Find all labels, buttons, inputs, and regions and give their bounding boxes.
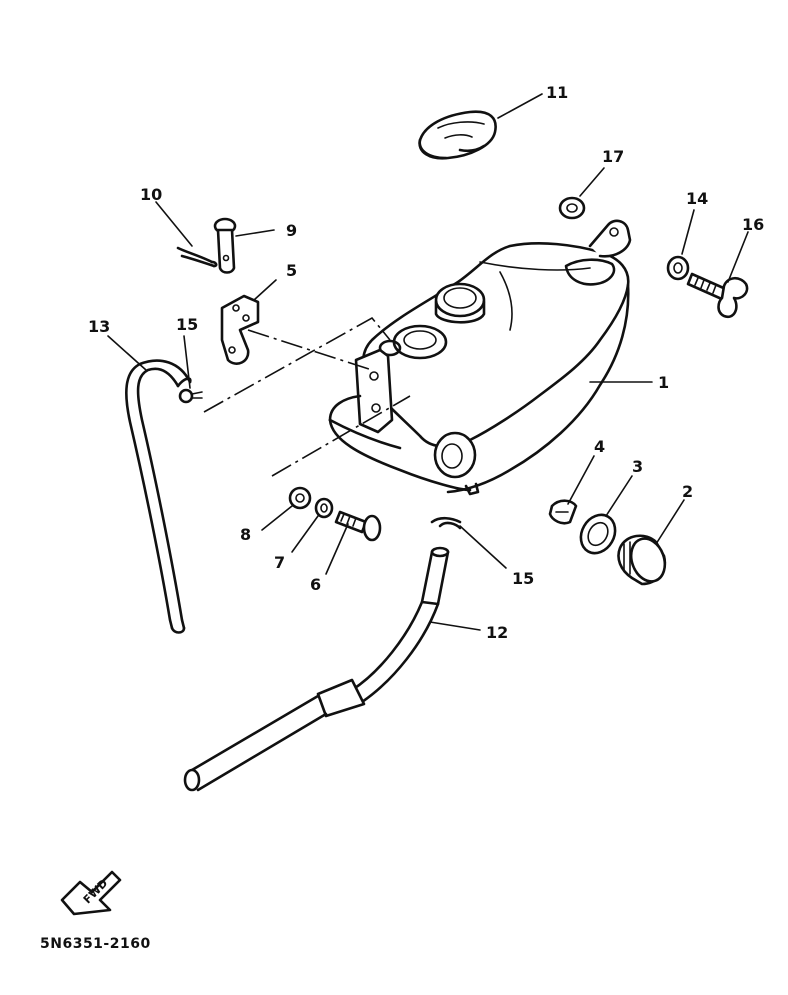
part-hose-clip-15-lower — [430, 516, 462, 530]
callout-12: 12 — [486, 623, 508, 642]
part-gasket-3 — [579, 513, 617, 555]
part-bolt-6 — [334, 510, 382, 542]
part-wing-bolt-16 — [686, 272, 749, 319]
callout-17: 17 — [602, 147, 624, 166]
part-lock-washer-7 — [314, 497, 334, 519]
callout-8: 8 — [240, 525, 251, 544]
callout-9: 9 — [286, 221, 297, 240]
part-oil-tank-cap — [418, 110, 497, 160]
part-bracket-5 — [220, 294, 260, 365]
callout-1: 1 — [658, 373, 669, 392]
callout-5: 5 — [286, 261, 297, 280]
callout-16: 16 — [742, 215, 764, 234]
part-pin-9 — [213, 217, 237, 274]
callout-2: 2 — [682, 482, 693, 501]
callout-10: 10 — [140, 185, 162, 204]
part-grommet-17 — [558, 196, 586, 220]
callout-labels: 1 2 3 4 5 6 7 8 9 10 11 12 13 14 15 15 1… — [88, 83, 764, 642]
callout-6: 6 — [310, 575, 321, 594]
callout-14: 14 — [686, 189, 708, 208]
part-breather-hose-13 — [125, 359, 192, 634]
part-washer-8 — [288, 486, 312, 510]
callout-3: 3 — [632, 457, 643, 476]
part-clip-10 — [176, 246, 218, 268]
assembly-line-bracket — [203, 316, 391, 413]
callout-11: 11 — [546, 83, 568, 102]
part-oil-tank — [328, 219, 632, 496]
diagram-part-number: 5N6351-2160 — [40, 936, 151, 952]
assembly-line-pin — [247, 329, 373, 371]
callout-15-top: 15 — [176, 315, 198, 334]
assembly-line-bolt — [271, 395, 411, 477]
part-plug-2 — [617, 534, 667, 586]
callout-7: 7 — [274, 553, 285, 572]
callout-15-lower: 15 — [512, 569, 534, 588]
part-hose-clip-15-top — [178, 388, 203, 404]
callout-13: 13 — [88, 317, 110, 336]
callout-4: 4 — [594, 437, 605, 456]
fwd-arrow-icon: FWD — [60, 870, 122, 916]
part-clip-4 — [548, 499, 578, 525]
part-washer-14 — [666, 255, 690, 281]
part-hose-12 — [183, 546, 450, 792]
